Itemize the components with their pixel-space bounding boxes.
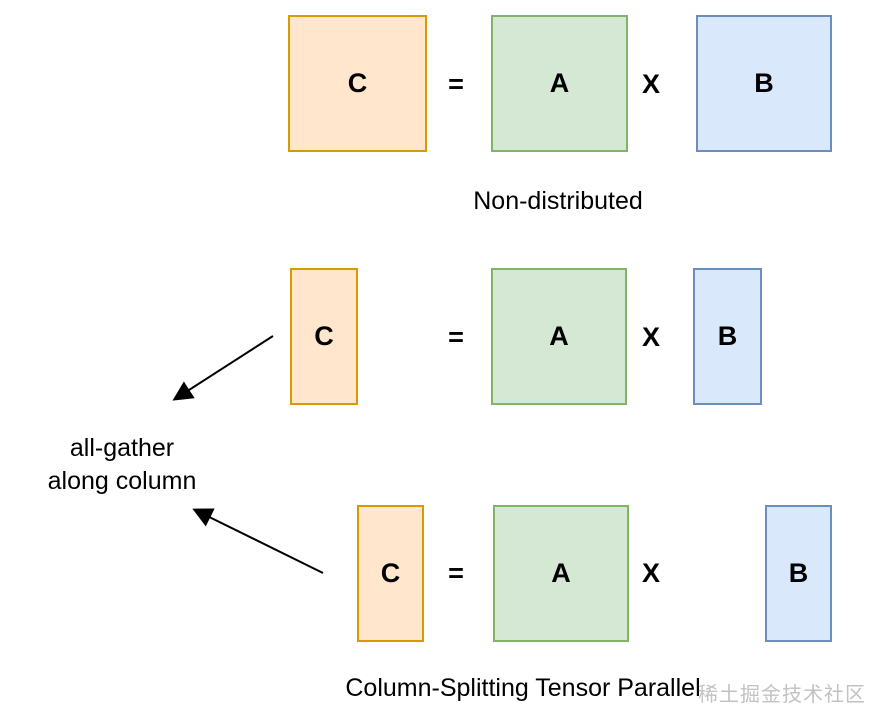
caption-non-distributed: Non-distributed [473,187,643,215]
matrix-b-split-1-label: B [717,321,738,351]
matrix-a-row2-label: A [549,321,569,351]
matrix-c-split-1-label: C [314,321,334,351]
equals-sign-row1: = [448,68,464,99]
matrix-c-split-1: C [290,268,358,405]
equals-sign-row3: = [448,557,464,588]
matrix-c-full: C [288,15,427,152]
matrix-a-row3: A [493,505,629,642]
all-gather-annotation: all-gather along column [22,432,222,498]
all-gather-arrow-middle [172,335,274,401]
matrix-b-full: B [696,15,832,152]
matrix-c-split-2: C [357,505,424,642]
equals-sign-row2: = [448,321,464,352]
matrix-b-full-label: B [754,68,774,98]
times-sign-row2: X [641,321,660,352]
matrix-a-full-label: A [549,68,570,98]
caption-column-splitting: Column-Splitting Tensor Parallel [345,674,701,702]
matrix-c-split-2-label: C [380,558,401,588]
matrix-c-full-label: C [347,68,368,98]
all-gather-annotation-line2: along column [47,467,197,495]
matrix-a-row3-label: A [551,558,571,588]
matrix-b-split-1: B [693,268,762,405]
matrix-b-split-2-label: B [788,558,809,588]
times-sign-row1: X [641,68,660,99]
all-gather-annotation-line1: all-gather [69,434,175,462]
watermark-text: 稀土掘金技术社区 [698,684,866,706]
matrix-b-split-2: B [765,505,832,642]
all-gather-arrow-bottom [192,508,324,574]
matrix-a-full: A [491,15,628,152]
matrix-a-row2: A [491,268,627,405]
times-sign-row3: X [641,557,660,588]
